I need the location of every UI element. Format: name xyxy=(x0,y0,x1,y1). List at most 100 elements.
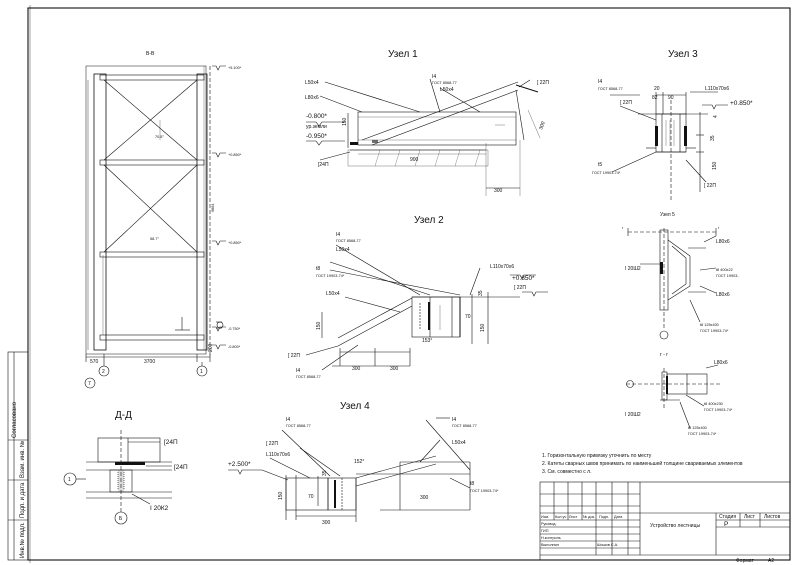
u2-i4: I4 xyxy=(336,232,340,238)
note-3: 3. См. совместно с л. xyxy=(542,469,591,475)
u5-gost2: ГОСТ 19903-74* xyxy=(700,329,729,333)
u2-ang: 153° xyxy=(422,338,432,344)
note-2: 2. Катеты сварных швов принимать по наим… xyxy=(542,460,743,467)
u2-gost2: ГОСТ 19903-74* xyxy=(316,274,345,278)
stamp-row-1: Руковод. xyxy=(541,522,557,526)
bb-angle-b: 58.7° xyxy=(150,237,159,241)
u3-c22p-b: [ 22П xyxy=(704,183,716,189)
gg-t8b: t8 125x400 xyxy=(688,426,707,430)
side-stamp xyxy=(7,351,29,561)
u1-d150: 150 xyxy=(342,117,348,126)
u5-t8: t8 400x22 xyxy=(716,268,733,272)
u4-d150: 150 xyxy=(278,491,284,500)
u1-i4: I4 xyxy=(432,74,436,80)
note-1: 1. Горизонтальную привязку уточнить по м… xyxy=(542,453,652,459)
u2-lvl: +0.850* xyxy=(512,275,535,282)
axis-2: 2 xyxy=(102,369,105,375)
stamp-sheets-h: Листов xyxy=(764,514,781,520)
u3-gost2: ГОСТ 19903-74* xyxy=(592,171,621,175)
u1-gost-a: ГОСТ 8568-77 xyxy=(432,81,457,85)
u5-t8b: t8 125x400 xyxy=(700,323,719,327)
u2-gost3: ГОСТ 8568-77 xyxy=(296,375,321,379)
stamp-format-val: А2 xyxy=(768,558,774,564)
bb-title: В-В xyxy=(146,51,155,57)
u3-d20: 20 xyxy=(654,86,660,92)
u1-ground: ур.земли xyxy=(306,124,327,130)
side-inv: Инв.№ подл. xyxy=(19,522,26,558)
gg-t8: t8 400x230 xyxy=(704,402,723,406)
u5-gost: ГОСТ 19903- xyxy=(716,274,739,278)
u3-i4: I4 xyxy=(598,79,602,85)
uzel2-title: Узел 2 xyxy=(414,215,444,226)
u2-l110: L110x70x6 xyxy=(490,264,514,270)
bb-level-top: +5.100* xyxy=(228,66,242,70)
u4-c22p: [ 22П xyxy=(266,441,278,447)
u4-lvl: +2.500* xyxy=(228,461,251,468)
u2-d70: 70 xyxy=(465,314,471,320)
u3-d82: 82 xyxy=(652,95,658,101)
dd-i20k2: I 20К2 xyxy=(150,505,169,512)
gg-gost2: ГОСТ 19903-74* xyxy=(688,432,717,436)
u1-l50x4-a: L50x4 xyxy=(305,80,319,86)
bb-level-mid: +0.850* xyxy=(228,153,242,157)
u1-d300b: 300 xyxy=(538,121,547,131)
u4-d70: 70 xyxy=(308,494,314,500)
u1-lvl-b: -0.950* xyxy=(306,133,327,140)
u3-l110: L110x70x6 xyxy=(705,86,729,92)
u5-l80x6: L80x6 xyxy=(716,239,730,245)
axis-7: 7 xyxy=(88,381,91,387)
u2-d150b: 150 xyxy=(316,321,322,330)
uzel4-view xyxy=(228,417,471,522)
u1-d900: 900 xyxy=(410,157,419,163)
u3-d150: 150 xyxy=(712,161,718,170)
u1-d300: 300 xyxy=(494,188,503,194)
title-block xyxy=(539,481,791,561)
u2-d35: 35 xyxy=(478,290,484,296)
dd-c24p: [24П xyxy=(164,439,178,446)
dd-axis-b: Б xyxy=(119,516,123,522)
u4-gost3: ГОСТ 19903-74* xyxy=(470,489,499,493)
u2-gost: ГОСТ 8568-77 xyxy=(336,239,361,243)
side-vz: Взам. инв. № xyxy=(19,441,26,478)
sheet-frame xyxy=(27,7,791,561)
bb-level-0: -0.750* xyxy=(228,327,241,331)
u4-i4: I4 xyxy=(286,417,290,423)
u4-i4b: I4 xyxy=(452,417,456,423)
dd-title: Д-Д xyxy=(115,410,132,421)
stamp-format: Формат xyxy=(736,558,754,564)
u2-d300b: 300 xyxy=(390,366,399,372)
u1-l50x4-b: L50x4 xyxy=(440,87,454,93)
u4-d300b: 300 xyxy=(420,495,429,501)
bb-height: 9864 xyxy=(211,204,215,212)
bb-dim-main: 3700 xyxy=(144,359,155,365)
u1-c24p: [24П xyxy=(318,162,329,168)
stamp-stage: Р xyxy=(724,521,728,528)
u3-c22p: [ 22П xyxy=(620,100,632,106)
side-agreed: Согласовано xyxy=(12,401,18,438)
u2-d150: 150 xyxy=(480,323,486,332)
u4-d300a: 300 xyxy=(322,520,331,526)
stamp-row-4: Выполнил xyxy=(541,543,559,547)
uzel3-title: Узел 3 xyxy=(668,49,698,60)
u5-i20: I 20Ш2 xyxy=(625,266,641,272)
u2-l50x4b: L50x4 xyxy=(326,291,340,297)
u4-ang: 152° xyxy=(354,459,364,465)
gg-title: г - г xyxy=(660,352,668,358)
dd-view xyxy=(63,430,172,525)
u5-l80x6b: L80x6 xyxy=(716,292,730,298)
u2-c22p-b: [ 22П xyxy=(288,353,300,359)
u2-i4b: I4 xyxy=(296,368,300,374)
u4-l110: L110x70x6 xyxy=(266,452,290,458)
stamp-col-list: Лист xyxy=(569,515,578,519)
stamp-col-izm: Изм. xyxy=(541,515,549,519)
u3-d35: 35 xyxy=(710,135,716,141)
u1-lvl-a: -0.800* xyxy=(306,113,327,120)
gg-gost: ГОСТ 19903-74* xyxy=(704,408,733,412)
dd-axis-1: 1 xyxy=(68,477,71,483)
gg-view xyxy=(626,364,720,429)
stamp-col-kol: Кол.уч xyxy=(555,515,566,519)
u3-t5: t5 xyxy=(598,162,602,168)
uzel4-title: Узел 4 xyxy=(340,401,370,412)
u3-d90: 90 xyxy=(668,95,674,101)
